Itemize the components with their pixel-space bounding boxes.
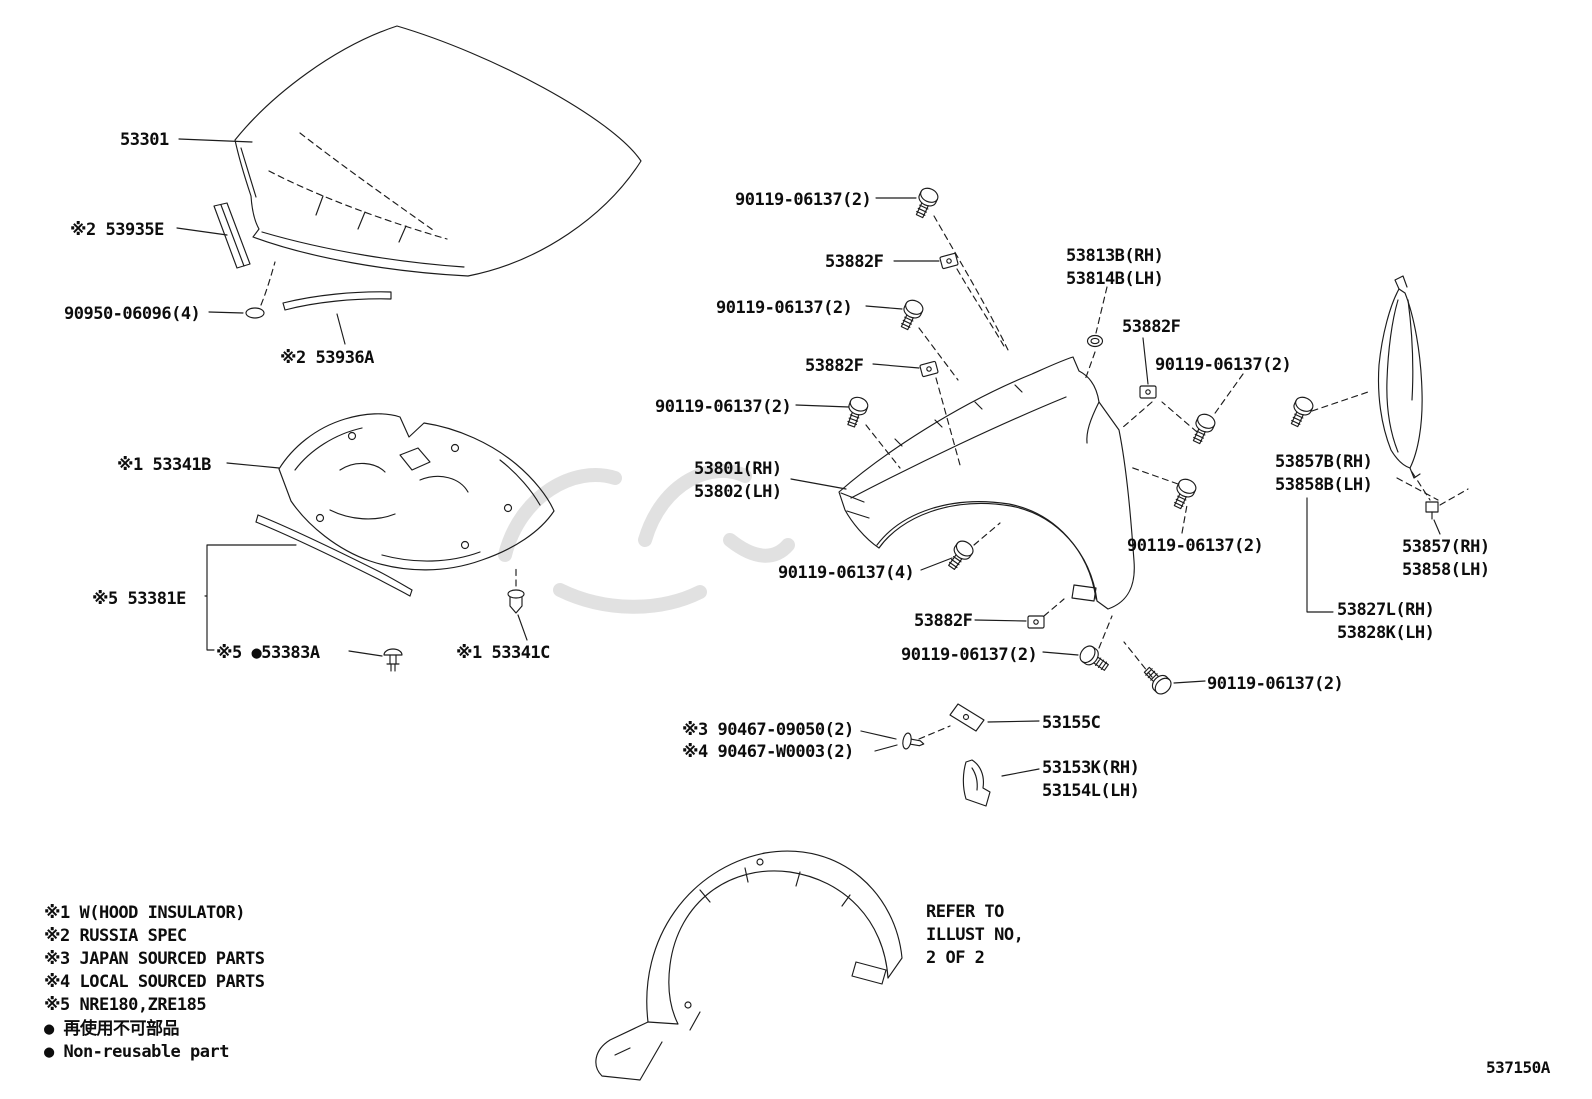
bracket-53882F-icon (919, 360, 939, 378)
push-rivet-icon (901, 731, 926, 753)
bolt-icon (895, 297, 926, 333)
part-label-53882F-b: 53882F (1122, 317, 1181, 337)
bolt-icon (1168, 476, 1199, 512)
clip-53341C-drawing (507, 565, 525, 614)
bolt-icon (943, 537, 977, 574)
grommet-90950-drawing (245, 261, 276, 319)
part-label-90119-06137-b: 90119-06137(2) (716, 298, 853, 318)
hood-drawing (234, 25, 642, 277)
part-label-90119-06137-c: 90119-06137(2) (1155, 355, 1292, 375)
bolt-icon (910, 185, 941, 221)
clip-53857-icon (1425, 501, 1439, 520)
footnote-2: ※2 RUSSIA SPEC (44, 926, 187, 946)
hood-insulator-drawing (278, 413, 555, 571)
fender-liner-drawing (595, 850, 903, 1081)
part-label-53341C: ※1 53341C (456, 643, 550, 663)
part-label-53801: 53801(RH) 53802(LH) (694, 459, 782, 502)
footnote-4: ※4 LOCAL SOURCED PARTS (44, 972, 265, 992)
part-label-90119-06137-4: 90119-06137(4) (778, 563, 915, 583)
leader-lines-dashed (865, 215, 1469, 740)
shield-53857B-drawing (1377, 275, 1423, 479)
footnote-3: ※3 JAPAN SOURCED PARTS (44, 949, 265, 969)
seal-53381E-drawing (255, 514, 413, 597)
part-label-53813B: 53813B(RH) 53814B(LH) (1066, 246, 1164, 289)
leader-lines (176, 138, 1441, 777)
part-label-53827L: 53827L(RH) 53828K(LH) (1337, 600, 1435, 643)
part-label-53882F-c: 53882F (805, 356, 864, 376)
part-label-90119-06137-d: 90119-06137(2) (655, 397, 792, 417)
clip-53383A-drawing (383, 648, 403, 672)
part-label-53153K: 53153K(RH) 53154L(LH) (1042, 758, 1140, 801)
bolt-icon (1076, 642, 1113, 676)
part-label-90119-06137-f: 90119-06137(2) (901, 645, 1038, 665)
hood-seal-53936A-drawing (282, 291, 392, 311)
part-label-90119-06137-a: 90119-06137(2) (735, 190, 872, 210)
part-label-90467-09050: ※3 90467-09050(2) (682, 720, 854, 740)
nut-icon (1086, 334, 1104, 348)
part-label-53936A: ※2 53936A (280, 348, 374, 368)
part-label-53155C: 53155C (1042, 713, 1101, 733)
footnote-5: ※5 NRE180,ZRE185 (44, 995, 207, 1015)
bracket-53882F-icon (1139, 385, 1157, 399)
bracket-53882F-icon (1027, 615, 1045, 629)
bracket-53153K-drawing (962, 759, 991, 807)
part-label-53383A: ※5 ●53383A (216, 643, 320, 663)
hood-seal-53935E-drawing (213, 202, 251, 269)
part-label-53381E: ※5 53381E (92, 589, 186, 609)
bracket-53155C-drawing (949, 703, 985, 732)
part-label-90119-06137-e: 90119-06137(2) (1127, 536, 1264, 556)
part-label-53882F-d: 53882F (914, 611, 973, 631)
footnote-nonreusable-en: ● Non-reusable part (44, 1042, 229, 1062)
bracket-53882F-icon (939, 252, 959, 270)
part-label-53857B: 53857B(RH) 53858B(LH) (1275, 452, 1373, 495)
part-label-90467-W0003: ※4 90467-W0003(2) (682, 742, 854, 762)
watermark (498, 463, 795, 614)
part-label-53935E: ※2 53935E (70, 220, 164, 240)
part-label-53857: 53857(RH) 53858(LH) (1402, 537, 1490, 580)
part-label-53301: 53301 (120, 130, 169, 150)
part-label-90950-06096: 90950-06096(4) (64, 304, 201, 324)
refer-note: REFER TO ILLUST NO, 2 OF 2 (926, 902, 1024, 968)
part-label-90119-06137-g: 90119-06137(2) (1207, 674, 1344, 694)
part-label-53341B: ※1 53341B (117, 455, 211, 475)
part-label-53882F-a: 53882F (825, 252, 884, 272)
bolt-icon (842, 394, 871, 430)
footnote-1: ※1 W(HOOD INSULATOR) (44, 903, 246, 923)
diagram-code: 537150A (1486, 1058, 1550, 1077)
fender-drawing (838, 356, 1135, 610)
footnote-nonreusable-jp: ● 再使用不可部品 (44, 1019, 179, 1039)
bolt-icon (1285, 394, 1316, 430)
